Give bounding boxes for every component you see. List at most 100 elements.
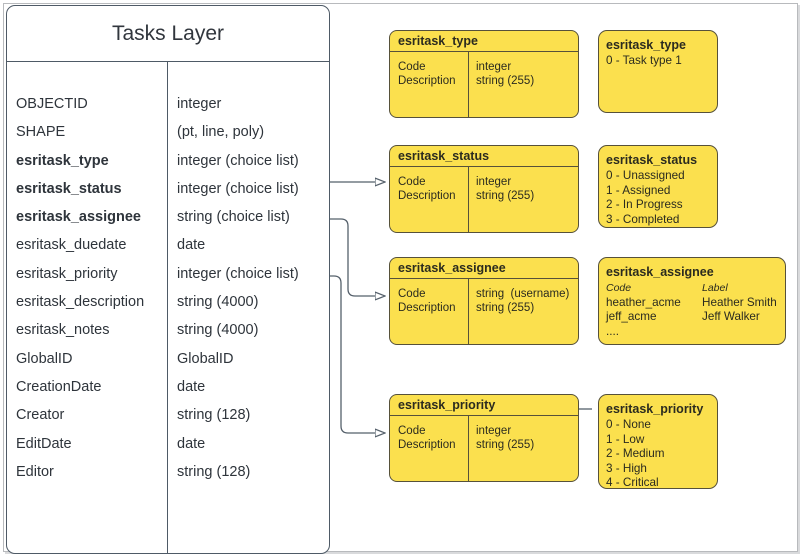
field-type: GlobalID: [177, 350, 234, 367]
table-row[interactable]: GlobalID GlobalID: [7, 345, 329, 373]
value-box-title: esritask_type: [606, 38, 686, 52]
value-line: 1 - Assigned: [606, 183, 671, 197]
table-row[interactable]: esritask_type integer (choice list): [7, 147, 329, 175]
domain-box-body: Code Description integer string (255): [390, 167, 578, 232]
table-row[interactable]: esritask_duedate date: [7, 231, 329, 259]
field-row-esritask_duedate: esritask_duedate date: [7, 231, 329, 259]
value-code: jeff_acme: [606, 310, 657, 323]
field-type: date: [177, 378, 206, 395]
domain-field-names: Code Description: [398, 288, 456, 314]
field-row-esritask_notes: esritask_notes string (4000): [7, 316, 329, 344]
domain-box-esritask-status[interactable]: esritask_status Code Description integer…: [389, 145, 579, 233]
field-name: Editor: [16, 463, 54, 480]
table-row[interactable]: SHAPE (pt, line, poly): [7, 118, 329, 146]
domain-box-body: Code Description integer string (255): [390, 52, 578, 117]
value-box-esritask-type[interactable]: esritask_type 0 - Task type 1: [598, 30, 718, 113]
value-box-title: esritask_status: [606, 153, 698, 167]
value-label: Heather Smith: [702, 295, 777, 309]
column-header-label: Label: [702, 282, 728, 294]
field-type: (pt, line, poly): [177, 124, 265, 141]
value-line: 2 - Medium: [606, 447, 665, 460]
field-name: esritask_priority: [16, 265, 118, 282]
value-line: 0 - Task type 1: [606, 54, 682, 67]
column-header-code: Code: [606, 282, 632, 294]
value-table-row: ....: [606, 325, 785, 340]
domain-pane-divider: [468, 167, 470, 232]
value-table-header: Code Label: [606, 281, 785, 296]
field-name: SHAPE: [16, 124, 66, 141]
domain-field-names: Code Description: [398, 176, 456, 202]
domain-field-names: Code Description: [398, 61, 456, 87]
domain-box-title: esritask_priority: [390, 395, 578, 416]
value-code: heather_acme: [606, 295, 681, 309]
table-row[interactable]: Editor string (128): [7, 458, 329, 486]
value-line: 2 - In Progress: [606, 198, 683, 211]
field-name: esritask_status: [16, 180, 122, 197]
value-line: 0 - None: [606, 418, 651, 431]
domain-box-esritask-type[interactable]: esritask_type Code Description integer s…: [389, 30, 579, 118]
table-row[interactable]: OBJECTID integer: [7, 90, 329, 118]
domain-box-body: Code Description string (username) strin…: [390, 279, 578, 344]
field-name: OBJECTID: [16, 96, 88, 112]
field-name: esritask_description: [16, 294, 145, 311]
domain-box-body: Code Description integer string (255): [390, 416, 578, 481]
domain-field-types: integer string (255): [476, 425, 535, 451]
value-table-row: heather_acme Heather Smith: [606, 296, 785, 311]
field-type: string (4000): [177, 322, 259, 339]
field-name: CreationDate: [16, 378, 102, 395]
value-line: 3 - High: [606, 461, 647, 475]
field-type: integer (choice list): [177, 152, 299, 169]
value-line: 1 - Low: [606, 432, 645, 446]
value-box-lines: 0 - Task type 1: [606, 54, 717, 69]
table-row[interactable]: esritask_status integer (choice list): [7, 175, 329, 203]
field-row-GlobalID: GlobalID GlobalID: [7, 345, 329, 373]
value-label: Jeff Walker: [702, 310, 760, 323]
field-name: esritask_type: [16, 152, 109, 169]
field-row-CreationDate: CreationDate date: [7, 373, 329, 401]
field-name: EditDate: [16, 435, 72, 452]
field-type: string (128): [177, 463, 251, 480]
domain-field-types: integer string (255): [476, 61, 535, 87]
domain-pane-divider: [468, 279, 470, 344]
field-type: date: [177, 237, 206, 254]
table-row[interactable]: esritask_notes string (4000): [7, 316, 329, 344]
page-title: Tasks Layer: [7, 6, 329, 62]
table-row[interactable]: CreationDate date: [7, 373, 329, 401]
domain-field-names: Code Description: [398, 425, 456, 451]
domain-box-title: esritask_status: [390, 146, 578, 167]
field-name: esritask_assignee: [16, 209, 141, 226]
field-row-OBJECTID: OBJECTID integer: [7, 90, 329, 118]
domain-box-esritask-assignee[interactable]: esritask_assignee Code Description strin…: [389, 257, 579, 345]
field-type: string (choice list): [177, 209, 290, 226]
field-name: esritask_notes: [16, 322, 110, 339]
value-table-row: jeff_acme Jeff Walker: [606, 310, 785, 325]
table-row[interactable]: esritask_assignee string (choice list): [7, 203, 329, 231]
column-divider: [167, 62, 169, 553]
field-name: GlobalID: [16, 350, 73, 367]
field-type: integer (choice list): [177, 180, 299, 197]
field-type: integer: [177, 96, 222, 112]
field-name: esritask_duedate: [16, 237, 127, 254]
domain-box-title: esritask_assignee: [390, 258, 578, 279]
field-type: string (128): [177, 407, 251, 424]
domain-box-esritask-priority[interactable]: esritask_priority Code Description integ…: [389, 394, 579, 482]
value-box-title: esritask_priority: [606, 402, 704, 416]
value-line: 3 - Completed: [606, 212, 680, 226]
